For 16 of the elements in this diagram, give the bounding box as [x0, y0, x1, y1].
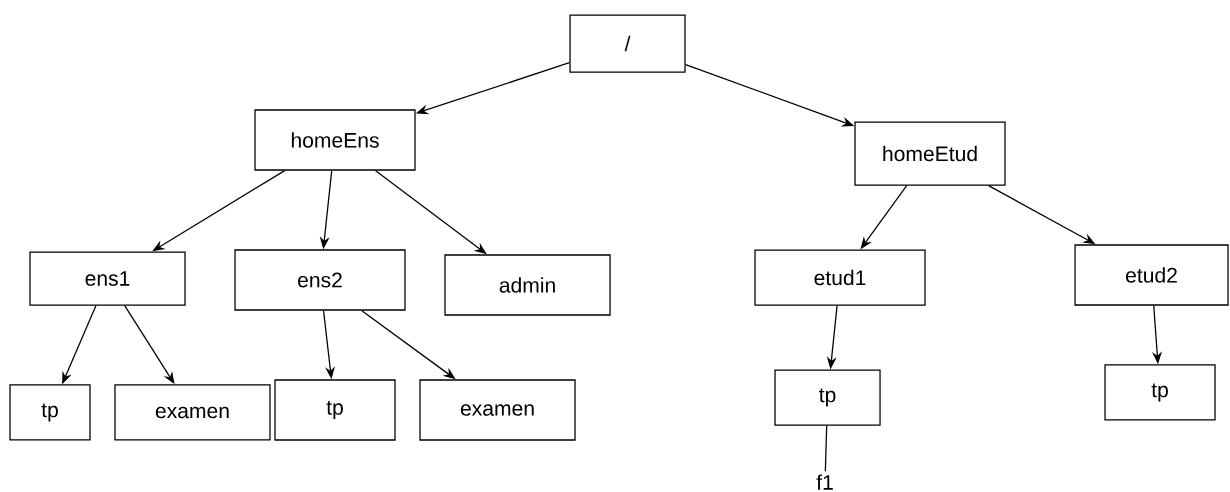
folder-box: tp: [774, 369, 881, 426]
arrow: [152, 170, 286, 252]
folder-box: etud2: [1074, 244, 1229, 306]
folder-box: admin: [444, 254, 611, 316]
folder-box: homeEtud: [854, 121, 1006, 186]
node-label: f1: [816, 474, 833, 490]
folder-box: homeEns: [254, 109, 416, 171]
folder-box: tp: [9, 384, 91, 441]
folder-box: ens1: [29, 251, 186, 306]
folder-box: tp: [274, 379, 396, 441]
folder-box: examen: [419, 379, 576, 441]
folder-box: tp: [1104, 364, 1216, 421]
folder-box: /: [569, 14, 686, 73]
folder-box: ens2: [234, 249, 406, 311]
folder-box: examen: [114, 384, 271, 441]
folder-box: etud1: [754, 249, 926, 306]
